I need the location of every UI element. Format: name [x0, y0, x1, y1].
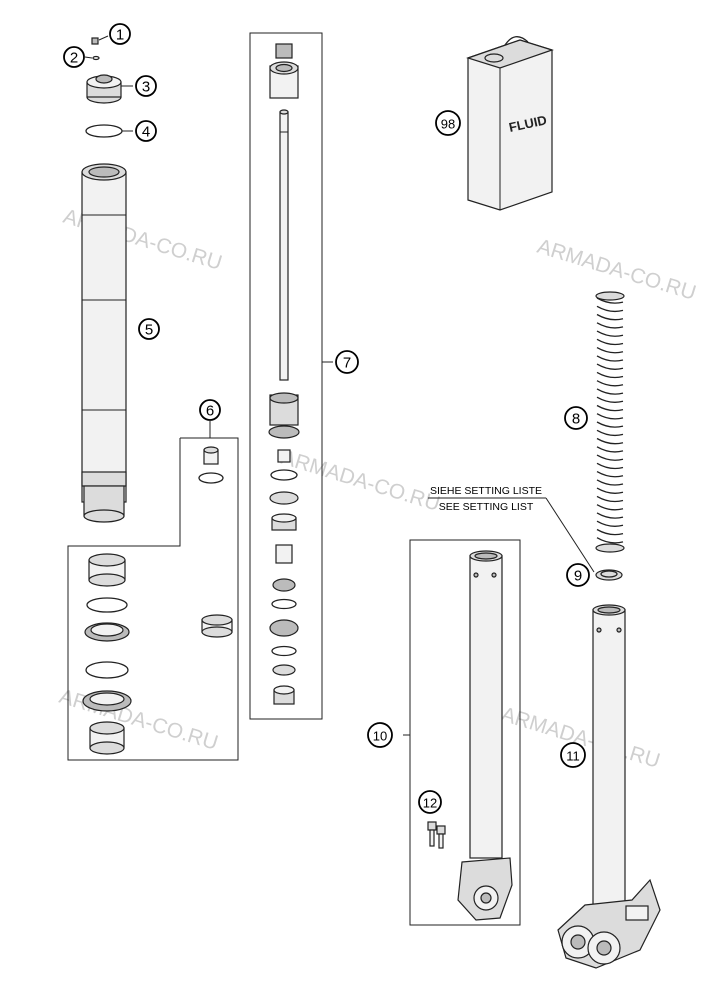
- watermark-4: ARMADA-CO.RU: [57, 685, 221, 755]
- callout-11-label: 11: [566, 749, 580, 764]
- fluid-can-part-98: FLUID: [466, 36, 554, 211]
- bushing-set-part-6: [82, 446, 233, 755]
- setting-list-note: SIEHE SETTING LISTE SEE SETTING LIST: [428, 485, 595, 573]
- bolts-part-12: [427, 821, 446, 849]
- callout-11: 11: [560, 742, 586, 768]
- callout-4: 4: [135, 120, 157, 142]
- callout-2-label: 2: [70, 50, 78, 67]
- callout-10-label: 10: [373, 729, 387, 744]
- callout-8: 8: [564, 406, 588, 430]
- callout-5-label: 5: [145, 322, 153, 339]
- callout-4-label: 4: [142, 124, 150, 141]
- fork-cap-part-3: [86, 74, 133, 104]
- callout-7-label: 7: [343, 355, 351, 372]
- fork-leg-part-11: [557, 604, 661, 969]
- washer-part-2: [84, 55, 100, 61]
- note-line-1: SIEHE SETTING LISTE: [430, 485, 542, 497]
- fork-spring-part-8: [595, 291, 625, 553]
- callout-3-label: 3: [142, 79, 150, 96]
- callout-9-label: 9: [574, 568, 582, 585]
- watermark-3: ARMADA-CO.RU: [279, 446, 443, 516]
- note-line-2: SEE SETTING LIST: [439, 501, 534, 513]
- frame-group-6: [67, 437, 239, 761]
- callout-98-label: 98: [441, 117, 455, 132]
- callout-3: 3: [135, 75, 157, 97]
- callout-6: 6: [199, 399, 221, 438]
- frame-group-10: [409, 539, 521, 926]
- callout-12: 12: [418, 790, 442, 814]
- frame-group-7: [249, 32, 323, 720]
- callout-1: 1: [109, 23, 131, 45]
- outer-tube-part-5: [81, 163, 127, 523]
- callout-8-label: 8: [572, 411, 580, 428]
- callout-12-label: 12: [423, 796, 437, 811]
- cartridge-part-7: [268, 43, 333, 705]
- callout-5: 5: [138, 318, 160, 340]
- callout-9: 9: [566, 563, 590, 587]
- callout-2: 2: [63, 46, 85, 68]
- screw-part-1: [91, 35, 109, 45]
- callout-6-label: 6: [206, 403, 214, 420]
- callout-98: 98: [435, 110, 461, 136]
- callout-10: 10: [367, 722, 393, 748]
- callout-1-label: 1: [116, 27, 124, 44]
- inner-tube-part-10: [403, 550, 513, 921]
- o-ring-part-4: [85, 124, 133, 138]
- callout-7: 7: [335, 350, 359, 374]
- spring-seat-part-9: [595, 569, 623, 581]
